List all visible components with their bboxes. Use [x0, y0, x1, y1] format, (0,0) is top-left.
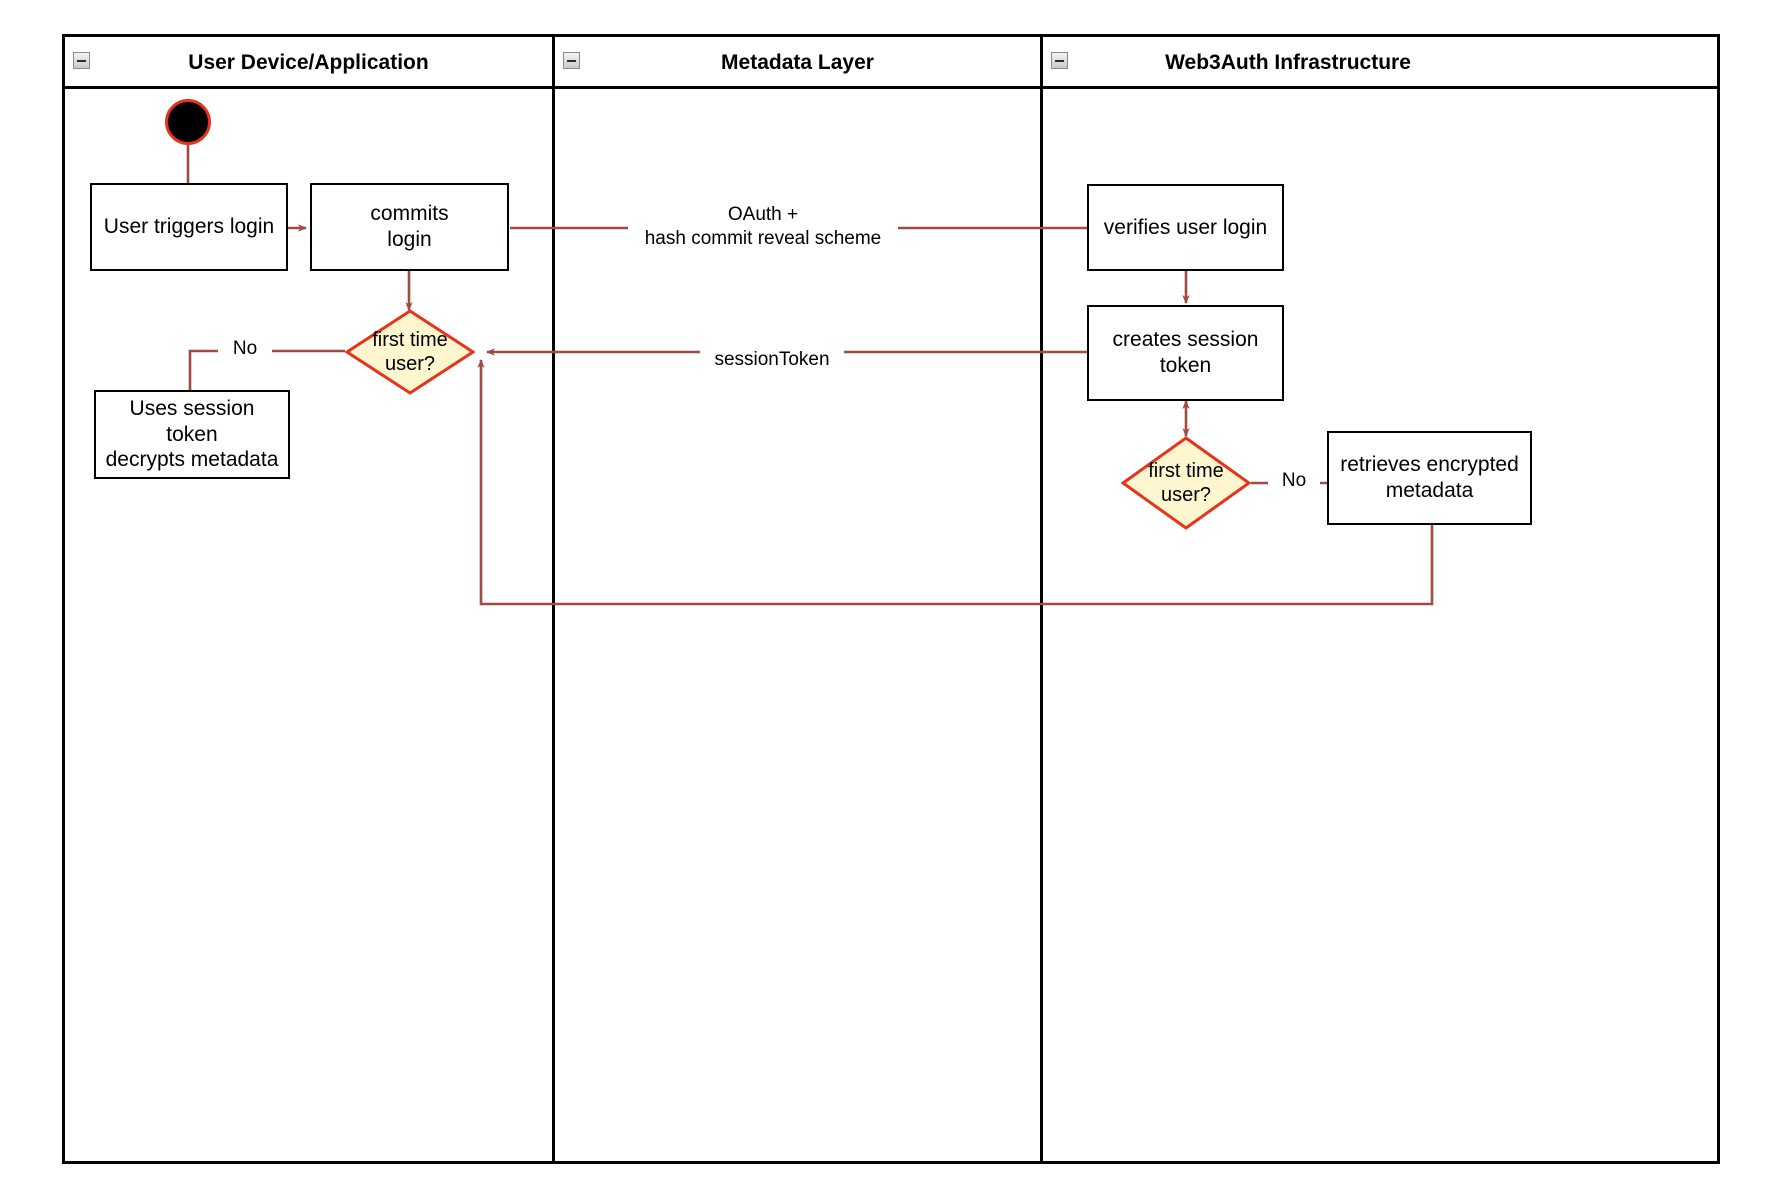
edge-label-no-client: No: [218, 337, 272, 361]
initial-node[interactable]: [165, 99, 211, 145]
action-retrieves-encrypted-metadata[interactable]: retrieves encrypted metadata: [1327, 431, 1532, 525]
lane-web3auth[interactable]: Web3Auth Infrastructure: [1043, 37, 1720, 1161]
action-verifies-user-login[interactable]: verifies user login: [1087, 184, 1284, 271]
minus-icon[interactable]: [563, 52, 580, 69]
lane-metadata-layer[interactable]: Metadata Layer: [555, 37, 1040, 1161]
lane-title-metadata-layer: Metadata Layer: [721, 51, 874, 74]
edge-label-no-server: No: [1268, 469, 1320, 493]
lane-header-divider: [65, 86, 1717, 89]
edge-label-session-token: sessionToken: [700, 348, 844, 372]
action-creates-session-token[interactable]: creates session token: [1087, 305, 1284, 401]
lane-title-user-device: User Device/Application: [188, 51, 429, 74]
decision-first-time-user-client[interactable]: first time user?: [345, 309, 475, 395]
action-user-triggers-login[interactable]: User triggers login: [90, 183, 288, 271]
minus-icon[interactable]: [73, 52, 90, 69]
edge-label-oauth: OAuth + hash commit reveal scheme: [628, 203, 898, 251]
lane-title-web3auth: Web3Auth Infrastructure: [1165, 51, 1411, 74]
lane-user-device[interactable]: User Device/Application: [65, 37, 552, 1161]
decision-first-time-user-server[interactable]: first time user?: [1121, 436, 1251, 530]
action-commits-login[interactable]: commits login: [310, 183, 509, 271]
action-uses-session-token[interactable]: Uses session token decrypts metadata: [94, 390, 290, 479]
minus-icon[interactable]: [1051, 52, 1068, 69]
